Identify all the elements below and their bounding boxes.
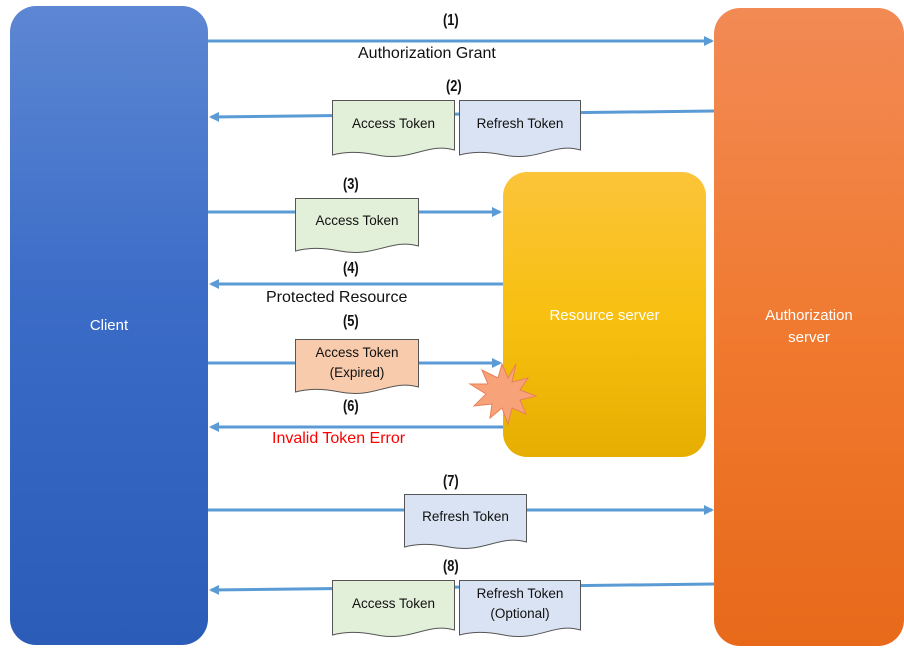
step-2-refresh-token-label: Refresh Token xyxy=(476,116,564,131)
step-7-refresh-token-label: Refresh Token xyxy=(422,509,509,524)
step-6-error-label: Invalid Token Error xyxy=(272,430,406,447)
step-3-access-token-doc: Access Token xyxy=(295,198,419,254)
step-8-optional-label: (Optional) xyxy=(490,606,550,621)
step-7-refresh-token-doc: Refresh Token xyxy=(404,494,527,550)
step-8-refresh-token-doc: Refresh Token (Optional) xyxy=(459,580,581,638)
step-8-number: (8) xyxy=(443,558,459,575)
step-1-number: (1) xyxy=(443,12,459,29)
step-5-number: (5) xyxy=(343,313,359,330)
error-burst-icon xyxy=(468,362,538,426)
step-2-access-token-doc: Access Token xyxy=(332,100,455,158)
step-7-number: (7) xyxy=(443,473,459,490)
step-4-label: Protected Resource xyxy=(266,289,408,306)
resource-server-label: Resource server xyxy=(549,307,660,324)
step-2-access-token-label: Access Token xyxy=(351,116,436,131)
step-3-number: (3) xyxy=(343,176,359,193)
client-label: Client xyxy=(89,316,129,334)
authorization-server-label: Authorization server xyxy=(765,307,853,346)
step-4-number: (4) xyxy=(343,260,359,277)
step-2-refresh-token-doc: Refresh Token xyxy=(459,100,581,158)
resource-server-box: Resource server xyxy=(503,172,706,457)
step-8-refresh-token-label: Refresh Token xyxy=(476,586,564,601)
step-1-label: Authorization Grant xyxy=(358,45,496,62)
step-5-expired-access-token-doc: Access Token (Expired) xyxy=(295,339,419,395)
step-5-expired-label: (Expired) xyxy=(329,365,385,380)
step-8-access-token-label: Access Token xyxy=(351,596,436,611)
step-6-number: (6) xyxy=(343,398,359,415)
step-3-access-token-label: Access Token xyxy=(315,213,399,228)
step-2-number: (2) xyxy=(446,78,462,95)
authorization-server-box: Authorization server xyxy=(714,8,904,646)
client-box: Client xyxy=(10,6,208,645)
step-8-access-token-doc: Access Token xyxy=(332,580,455,638)
step-5-access-token-label: Access Token xyxy=(315,345,399,360)
